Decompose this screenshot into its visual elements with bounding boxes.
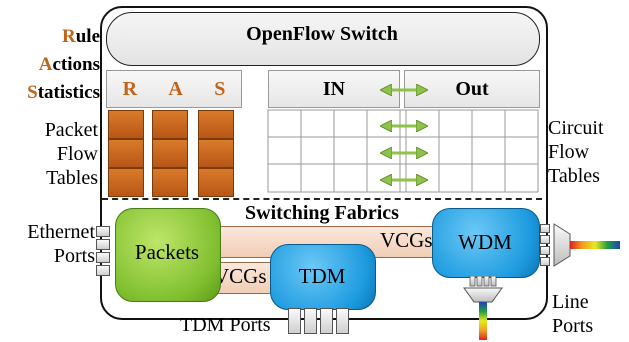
flow-cell [152,110,188,139]
tdm-port [336,308,349,334]
line-port [540,257,550,266]
flow-cell [152,139,188,168]
flow-cell [108,168,144,197]
wdm-mux-right-icon [553,223,620,267]
ethernet-port [96,226,110,237]
line-port [540,224,550,233]
flow-cell [198,139,234,168]
fabric-divider [102,198,542,200]
tdm-port [320,308,333,334]
switching-fabrics-label: Switching Fabrics [245,202,399,224]
line-ports-label: Line Ports [552,291,594,337]
double-arrow-icon [386,90,422,180]
tdm-node [270,244,376,310]
packet-flow-table [108,110,238,198]
flow-cell [152,168,188,197]
tdm-port [304,308,317,334]
packets-label: Packets [134,240,200,264]
tdm-port [288,308,301,334]
flow-cell [108,139,144,168]
wdm-mux-bottom-icon [463,276,503,340]
ethernet-port [96,252,110,263]
vcg-label-wdm: VCGs [380,228,433,252]
ethernet-port [96,265,110,276]
circuit-flow-tables-label: Circuit Flow Tables [548,117,604,187]
vcg-label-tdm: VCGs [214,264,267,288]
wdm-node [432,208,540,278]
ras-header: R A S [106,70,242,108]
ethernet-ports-label: Ethernet Ports [27,221,95,267]
packets-node [115,208,221,302]
circuit-in-header: IN [268,70,400,108]
ras-header-s: S [214,77,226,100]
ras-header-r: R [122,77,138,100]
switch-title: OpenFlow Switch [246,23,398,45]
legend-statistics: Statistics [27,82,100,103]
wdm-label: WDM [458,230,512,254]
line-port [540,246,550,255]
ethernet-port [96,239,110,250]
packet-flow-tables-label: Packet Flow Tables [44,119,98,189]
tdm-ports-label: TDM Ports [180,314,271,336]
flow-cell [198,110,234,139]
flow-cell [108,110,144,139]
switch-title-box [106,12,540,66]
legend-rule: Rule [61,26,100,47]
legend-actions: Actions [38,54,100,75]
ras-header-a: A [168,77,183,100]
circuit-flow-table [267,68,539,193]
flow-cell [198,168,234,197]
line-port [540,235,550,244]
tdm-label: TDM [298,264,346,288]
